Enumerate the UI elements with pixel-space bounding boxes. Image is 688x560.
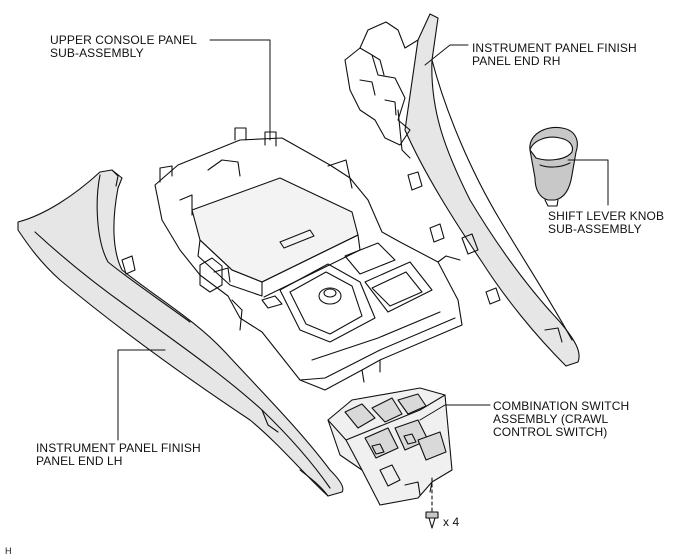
screw-part [425, 477, 439, 529]
leader-shift-knob [567, 159, 609, 206]
label-panel-end-lh: INSTRUMENT PANEL FINISH PANEL END LH [36, 442, 201, 468]
shift-knob-part [529, 126, 578, 207]
panel-end-lh-part [17, 169, 344, 497]
screw-quantity-text: x 4 [443, 515, 460, 529]
combination-switch-part [327, 387, 453, 506]
leader-panel-end-lh [117, 349, 166, 441]
leader-lines [117, 39, 609, 441]
diagram-corner-code: H [5, 546, 12, 556]
label-panel-end-rh: INSTRUMENT PANEL FINISH PANEL END RH [472, 42, 637, 68]
label-combination-switch: COMBINATION SWITCH ASSEMBLY (CRAWL CONTR… [493, 400, 629, 439]
label-combination-switch-line2: ASSEMBLY (CRAWL [493, 412, 609, 426]
panel-end-rh-part [344, 13, 580, 367]
label-combination-switch-line1: COMBINATION SWITCH [493, 399, 630, 413]
label-panel-end-lh-line1: INSTRUMENT PANEL FINISH [36, 441, 201, 455]
label-shift-lever-knob: SHIFT LEVER KNOB SUB-ASSEMBLY [548, 210, 664, 236]
leader-combination-switch [419, 404, 491, 421]
label-panel-end-lh-line2: PANEL END LH [36, 454, 123, 468]
leader-panel-end-rh [424, 44, 469, 66]
label-upper-console-line2: SUB-ASSEMBLY [50, 46, 144, 60]
label-combination-switch-line3: CONTROL SWITCH) [493, 425, 608, 439]
label-upper-console-panel: UPPER CONSOLE PANEL SUB-ASSEMBLY [50, 34, 197, 60]
label-shift-knob-line1: SHIFT LEVER KNOB [548, 209, 665, 223]
label-screw-quantity: x 4 [443, 516, 459, 529]
leader-upper-console [209, 39, 271, 141]
label-panel-end-rh-line2: PANEL END RH [472, 54, 561, 68]
label-panel-end-rh-line1: INSTRUMENT PANEL FINISH [472, 41, 637, 55]
upper-console-part [154, 127, 463, 391]
label-upper-console-line1: UPPER CONSOLE PANEL [50, 33, 198, 47]
label-shift-knob-line2: SUB-ASSEMBLY [548, 222, 642, 236]
